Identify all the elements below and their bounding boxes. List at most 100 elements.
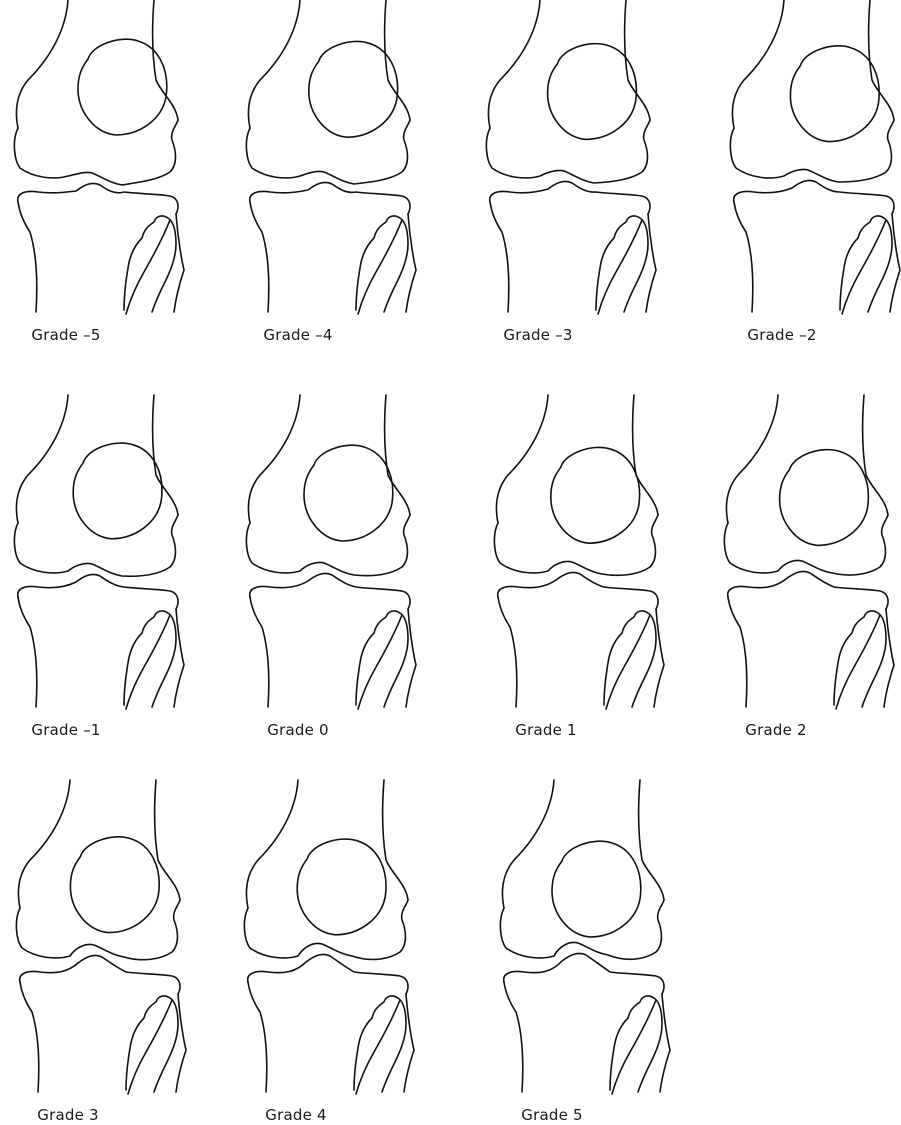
grade-label: Grade –1	[6, 721, 126, 739]
patella-outline	[309, 41, 398, 137]
knee-drawing	[236, 780, 436, 1100]
tibia-shaft-left-line	[18, 202, 37, 312]
tibia-shaft-right-line	[176, 994, 186, 1092]
femur-condyle-outline	[246, 515, 410, 576]
fibula-shaft-line	[126, 615, 170, 709]
tibia-plateau-outline	[504, 953, 664, 994]
patella-outline	[297, 839, 386, 935]
femur-shaft-left-line	[248, 395, 300, 523]
femur-shaft-right-line	[869, 0, 894, 120]
tibia-shaft-right-line	[174, 609, 184, 707]
femur-shaft-left-line	[732, 0, 784, 128]
femur-shaft-left-line	[248, 0, 300, 128]
grade-label: Grade –2	[722, 326, 842, 344]
grade-label: Grade 5	[492, 1106, 612, 1124]
tibia-shaft-left-line	[250, 202, 269, 312]
grade-label: Grade 1	[486, 721, 606, 739]
tibia-shaft-left-line	[250, 597, 269, 707]
femur-shaft-right-line	[385, 0, 410, 120]
tibia-plateau-outline	[250, 182, 410, 214]
knee-drawing	[238, 0, 438, 320]
patella-outline	[551, 447, 640, 543]
femur-condyle-outline	[500, 900, 664, 959]
tibia-shaft-right-line	[884, 609, 894, 707]
fibula-shaft-line	[598, 220, 642, 314]
patella-outline	[552, 841, 641, 937]
tibia-shaft-right-line	[646, 214, 656, 312]
grade-label: Grade 4	[236, 1106, 356, 1124]
tibia-plateau-outline	[490, 181, 650, 214]
femur-shaft-left-line	[726, 395, 778, 523]
patella-outline	[548, 44, 637, 140]
patella-outline	[790, 46, 879, 142]
fibula-shaft-line	[836, 615, 880, 709]
femur-condyle-outline	[486, 120, 650, 183]
femur-shaft-right-line	[153, 395, 178, 515]
tibia-plateau-outline	[728, 571, 888, 609]
femur-condyle-outline	[724, 515, 888, 575]
tibia-shaft-left-line	[18, 597, 37, 707]
tibia-shaft-left-line	[504, 982, 523, 1092]
knee-panel: Grade –5	[6, 0, 206, 345]
knee-panel: Grade 3	[8, 780, 208, 1125]
tibia-shaft-right-line	[890, 214, 900, 312]
tibia-plateau-outline	[248, 954, 408, 994]
tibia-shaft-left-line	[490, 202, 509, 312]
patella-outline	[70, 837, 159, 933]
knee-drawing	[6, 0, 206, 320]
tibia-shaft-right-line	[174, 214, 184, 312]
fibula-shaft-line	[126, 220, 170, 314]
patella-outline	[73, 443, 162, 539]
tibia-plateau-outline	[18, 183, 178, 214]
tibia-plateau-outline	[20, 955, 180, 994]
knee-drawing	[238, 395, 438, 715]
fibula-shaft-line	[612, 1000, 656, 1094]
femur-shaft-right-line	[863, 395, 888, 515]
femur-condyle-outline	[244, 900, 408, 959]
tibia-shaft-right-line	[404, 994, 414, 1092]
fibula-shaft-line	[128, 1000, 172, 1094]
femur-shaft-left-line	[18, 780, 70, 908]
grade-label: Grade 2	[716, 721, 836, 739]
fibula-shaft-line	[606, 615, 650, 709]
tibia-shaft-right-line	[654, 609, 664, 707]
femur-shaft-left-line	[502, 780, 554, 908]
femur-shaft-right-line	[633, 395, 658, 515]
tibia-shaft-left-line	[20, 982, 39, 1092]
grade-label: Grade –5	[6, 326, 126, 344]
knee-panel: Grade 5	[492, 780, 692, 1125]
knee-panel: Grade –4	[238, 0, 438, 345]
femur-condyle-outline	[494, 515, 658, 575]
knee-drawing	[492, 780, 692, 1100]
fibula-shaft-line	[842, 220, 886, 314]
tibia-shaft-left-line	[248, 982, 267, 1092]
tibia-plateau-outline	[250, 573, 410, 609]
tibia-plateau-outline	[498, 572, 658, 609]
femur-condyle-outline	[14, 120, 178, 185]
tibia-shaft-right-line	[406, 609, 416, 707]
knee-drawing	[722, 0, 901, 320]
patella-outline	[304, 445, 393, 541]
knee-drawing	[478, 0, 678, 320]
knee-panel: Grade –3	[478, 0, 678, 345]
tibia-plateau-outline	[18, 574, 178, 609]
femur-condyle-outline	[730, 120, 894, 182]
femur-shaft-left-line	[496, 395, 548, 523]
knee-panel: Grade 1	[486, 395, 686, 740]
fibula-shaft-line	[358, 220, 402, 314]
femur-shaft-right-line	[639, 780, 664, 900]
knee-panel: Grade 4	[236, 780, 436, 1125]
grade-label: Grade –4	[238, 326, 358, 344]
fibula-shaft-line	[356, 1000, 400, 1094]
grade-label: Grade 3	[8, 1106, 128, 1124]
fibula-shaft-line	[358, 615, 402, 709]
tibia-plateau-outline	[734, 180, 894, 214]
tibia-shaft-right-line	[660, 994, 670, 1092]
grade-label: Grade –3	[478, 326, 598, 344]
tibia-shaft-right-line	[406, 214, 416, 312]
knee-drawing	[8, 780, 208, 1100]
grade-label: Grade 0	[238, 721, 358, 739]
knee-panel: Grade 2	[716, 395, 901, 740]
knee-drawing	[486, 395, 686, 715]
